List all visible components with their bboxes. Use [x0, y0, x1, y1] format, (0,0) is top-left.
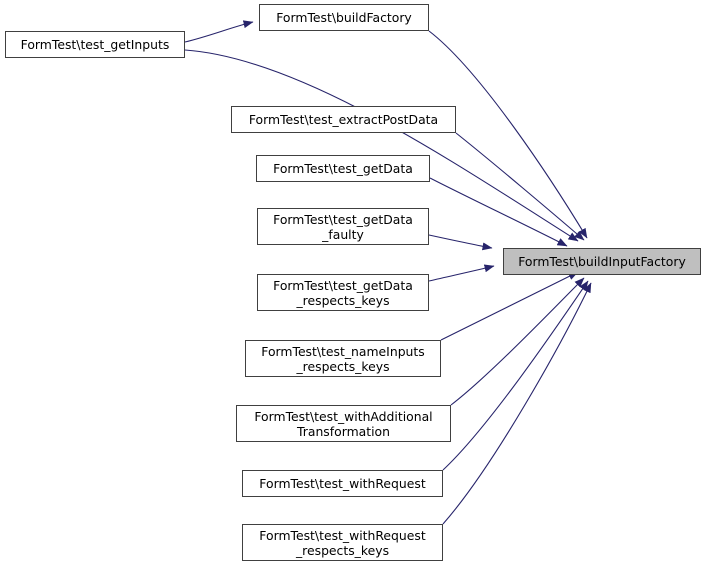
- call-edge: [428, 30, 588, 239]
- graph-node-label: FormTest\buildInputFactory: [518, 254, 686, 269]
- call-edge: [428, 264, 495, 282]
- graph-node-label: FormTest\test_getInputs: [20, 37, 170, 52]
- graph-node[interactable]: FormTest\buildFactory: [259, 4, 429, 31]
- graph-node-label: FormTest\test_nameInputs _respects_keys: [261, 343, 425, 374]
- graph-node[interactable]: FormTest\test_getData _faulty: [257, 208, 429, 245]
- graph-node-label: FormTest\test_getData _faulty: [273, 211, 413, 242]
- graph-node[interactable]: FormTest\test_extractPostData: [231, 106, 456, 133]
- graph-node-label: FormTest\test_getData: [273, 161, 413, 176]
- call-edge: [428, 234, 493, 251]
- graph-node-label: FormTest\test_withRequest: [259, 476, 426, 491]
- call-edge: [442, 280, 589, 471]
- call-edge: [184, 20, 254, 43]
- graph-node-label: FormTest\test_withAdditional Transformat…: [254, 408, 433, 439]
- graph-node[interactable]: FormTest\test_withAdditional Transformat…: [236, 405, 451, 442]
- graph-node[interactable]: FormTest\test_nameInputs _respects_keys: [245, 340, 441, 377]
- graph-node-label: FormTest\test_withRequest _respects_keys: [259, 527, 426, 558]
- graph-node[interactable]: FormTest\test_withRequest _respects_keys: [242, 524, 443, 561]
- call-edge: [429, 177, 568, 247]
- call-edge: [442, 282, 592, 525]
- graph-node-label: FormTest\test_getData _respects_keys: [273, 277, 413, 308]
- call-edge: [450, 277, 585, 406]
- graph-node[interactable]: FormTest\test_getData: [256, 155, 430, 182]
- graph-node-target[interactable]: FormTest\buildInputFactory: [503, 248, 701, 275]
- graph-node[interactable]: FormTest\test_withRequest: [242, 470, 443, 497]
- call-edge: [440, 271, 579, 341]
- graph-node[interactable]: FormTest\test_getInputs: [5, 31, 185, 58]
- graph-node-label: FormTest\buildFactory: [276, 10, 412, 25]
- graph-node[interactable]: FormTest\test_getData _respects_keys: [257, 274, 429, 311]
- graph-node-label: FormTest\test_extractPostData: [248, 112, 439, 127]
- call-edge: [455, 132, 585, 241]
